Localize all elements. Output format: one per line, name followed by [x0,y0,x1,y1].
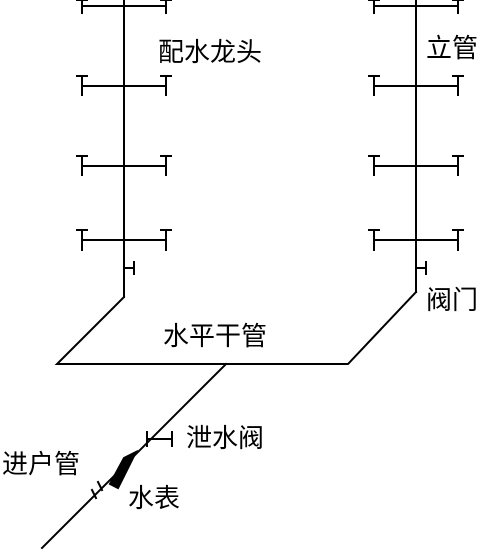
horizontal-main-pipe [54,290,418,365]
label-drain-valve: 泄水阀 [186,424,265,454]
faucet-branch [368,155,464,176]
faucet-branch [368,75,464,96]
drain-valve [146,431,173,447]
right-faucet-branches [368,0,464,251]
label-water-meter: 水表 [128,484,181,514]
label-horizontal-main: 水平干管 [163,322,268,352]
left-riser-valve [123,261,135,275]
left-faucet-branches [76,0,172,251]
faucet-branch [368,229,464,251]
water-meter [90,449,139,500]
faucet-branch [76,75,172,96]
right-riser-valve [415,261,427,275]
faucet-branch [76,0,172,14]
label-inlet-pipe: 进户管 [2,450,81,480]
faucet-branch [76,155,172,176]
label-valve: 阀门 [426,286,479,316]
label-faucet: 配水龙头 [158,38,263,68]
label-riser: 立管 [426,34,479,64]
faucet-branch [368,0,464,14]
faucet-branch [76,229,172,251]
